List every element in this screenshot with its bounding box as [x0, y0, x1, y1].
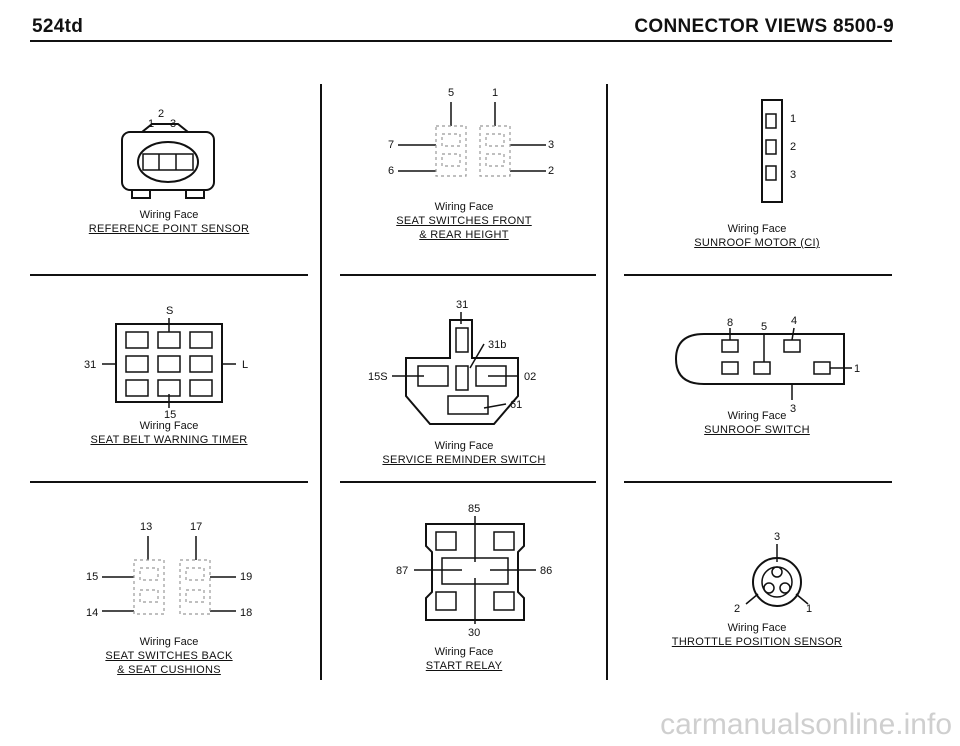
- connector-name-line-1: SEAT SWITCHES BACK: [105, 650, 233, 662]
- pin-label: 85: [468, 503, 480, 515]
- seat-belt-warning-timer-caption: Wiring Face SEAT BELT WARNING TIMER: [30, 420, 308, 447]
- pin-label: S: [166, 305, 173, 317]
- pin-label: 17: [190, 521, 202, 533]
- seat-switches-front-diagram: 5 1 7 3 6 2: [388, 87, 554, 177]
- pin-label: 31: [456, 299, 468, 311]
- wiring-face-label: Wiring Face: [727, 410, 787, 422]
- connector-name: SUNROOF SWITCH: [704, 424, 810, 436]
- pin-label: 1: [806, 603, 812, 615]
- pin-label: 2: [548, 165, 554, 177]
- connector-name: THROTTLE POSITION SENSOR: [671, 636, 843, 648]
- seat-belt-warning-timer-diagram: S 31 L 15: [84, 305, 248, 421]
- pin-label: 19: [240, 571, 252, 583]
- pin-label: 3: [790, 169, 796, 181]
- seat-switches-back-caption: Wiring Face SEAT SWITCHES BACK & SEAT CU…: [30, 636, 308, 677]
- row-divider-2-col-1: [30, 481, 308, 483]
- reference-point-sensor-caption: Wiring Face REFERENCE POINT SENSOR: [30, 209, 308, 236]
- wiring-face-label: Wiring Face: [139, 636, 199, 648]
- row-divider-1-col-2: [340, 274, 596, 276]
- wiring-face-label: Wiring Face: [727, 622, 787, 634]
- connector-name-line-2: & REAR HEIGHT: [419, 229, 509, 241]
- pin-label: 5: [761, 321, 767, 333]
- row-divider-2-col-2: [340, 481, 596, 483]
- wiring-face-label: Wiring Face: [434, 440, 494, 452]
- pin-label: 4: [791, 315, 797, 327]
- pin-label: 8: [727, 317, 733, 329]
- sunroof-motor-caption: Wiring Face SUNROOF MOTOR (CI): [614, 223, 900, 250]
- throttle-position-sensor-diagram: 3 2 1: [734, 531, 812, 615]
- pin-label: 1: [790, 113, 796, 125]
- pin-label: 14: [86, 607, 98, 619]
- pin-label: 31: [84, 359, 96, 371]
- sunroof-motor-diagram: 1 2 3: [761, 99, 796, 203]
- pin-label: 15: [164, 409, 176, 421]
- pin-label: 15S: [368, 371, 388, 383]
- connector-name: START RELAY: [425, 660, 503, 672]
- service-reminder-switch-diagram: 31 31b 15S 02 61: [368, 299, 536, 425]
- wiring-face-label: Wiring Face: [139, 420, 199, 432]
- pin-label: 2: [790, 141, 796, 153]
- connector-name-line-2: & SEAT CUSHIONS: [117, 664, 221, 676]
- pin-label: 18: [240, 607, 252, 619]
- pin-label: 1: [492, 87, 498, 99]
- connector-name: SUNROOF MOTOR (CI): [694, 237, 820, 249]
- connector-name: SEAT BELT WARNING TIMER: [90, 434, 248, 446]
- header-rule: [30, 40, 892, 42]
- sunroof-switch-diagram: 8 5 4 1 3: [674, 315, 860, 415]
- pin-label: 3: [548, 139, 554, 151]
- pin-label: 6: [388, 165, 394, 177]
- pin-label: 86: [540, 565, 552, 577]
- seat-switches-back-diagram: 13 17 15 19 14 18: [86, 521, 252, 619]
- pin-label: 31b: [488, 339, 506, 351]
- pin-label: 1: [854, 363, 860, 375]
- column-divider-left: [320, 84, 322, 680]
- pin-label: 2: [158, 108, 164, 120]
- pin-label: 5: [448, 87, 454, 99]
- start-relay-caption: Wiring Face START RELAY: [330, 646, 598, 673]
- row-divider-1-col-3: [624, 274, 892, 276]
- throttle-position-sensor-caption: Wiring Face THROTTLE POSITION SENSOR: [614, 622, 900, 649]
- pin-label: 87: [396, 565, 408, 577]
- connector-name-line-1: SEAT SWITCHES FRONT: [396, 215, 532, 227]
- watermark: carmanualsonline.info: [660, 708, 952, 741]
- wiring-face-label: Wiring Face: [727, 223, 787, 235]
- pin-label: 3: [790, 403, 796, 415]
- service-reminder-switch-caption: Wiring Face SERVICE REMINDER SWITCH: [330, 440, 598, 467]
- header-model: 524td: [32, 16, 84, 37]
- wiring-face-label: Wiring Face: [139, 209, 199, 221]
- reference-point-sensor-diagram: 1 2 3: [121, 108, 215, 199]
- wiring-face-label: Wiring Face: [434, 201, 494, 213]
- pin-label: 7: [388, 139, 394, 151]
- pin-label: 3: [774, 531, 780, 543]
- pin-label: 02: [524, 371, 536, 383]
- wiring-face-label: Wiring Face: [434, 646, 494, 658]
- pin-label: 61: [510, 399, 522, 411]
- connector-name: SERVICE REMINDER SWITCH: [382, 454, 546, 466]
- header-section-title: CONNECTOR VIEWS 8500-9: [634, 16, 894, 37]
- row-divider-2-col-3: [624, 481, 892, 483]
- pin-label: L: [242, 359, 248, 371]
- column-divider-right: [606, 84, 608, 680]
- row-divider-1-col-1: [30, 274, 308, 276]
- sunroof-switch-caption: Wiring Face SUNROOF SWITCH: [614, 410, 900, 437]
- start-relay-diagram: 85 87 86 30: [396, 503, 552, 639]
- pin-label: 15: [86, 571, 98, 583]
- seat-switches-front-caption: Wiring Face SEAT SWITCHES FRONT & REAR H…: [330, 201, 598, 242]
- connector-name: REFERENCE POINT SENSOR: [88, 223, 250, 235]
- pin-label: 30: [468, 627, 480, 639]
- pin-label: 2: [734, 603, 740, 615]
- pin-label: 13: [140, 521, 152, 533]
